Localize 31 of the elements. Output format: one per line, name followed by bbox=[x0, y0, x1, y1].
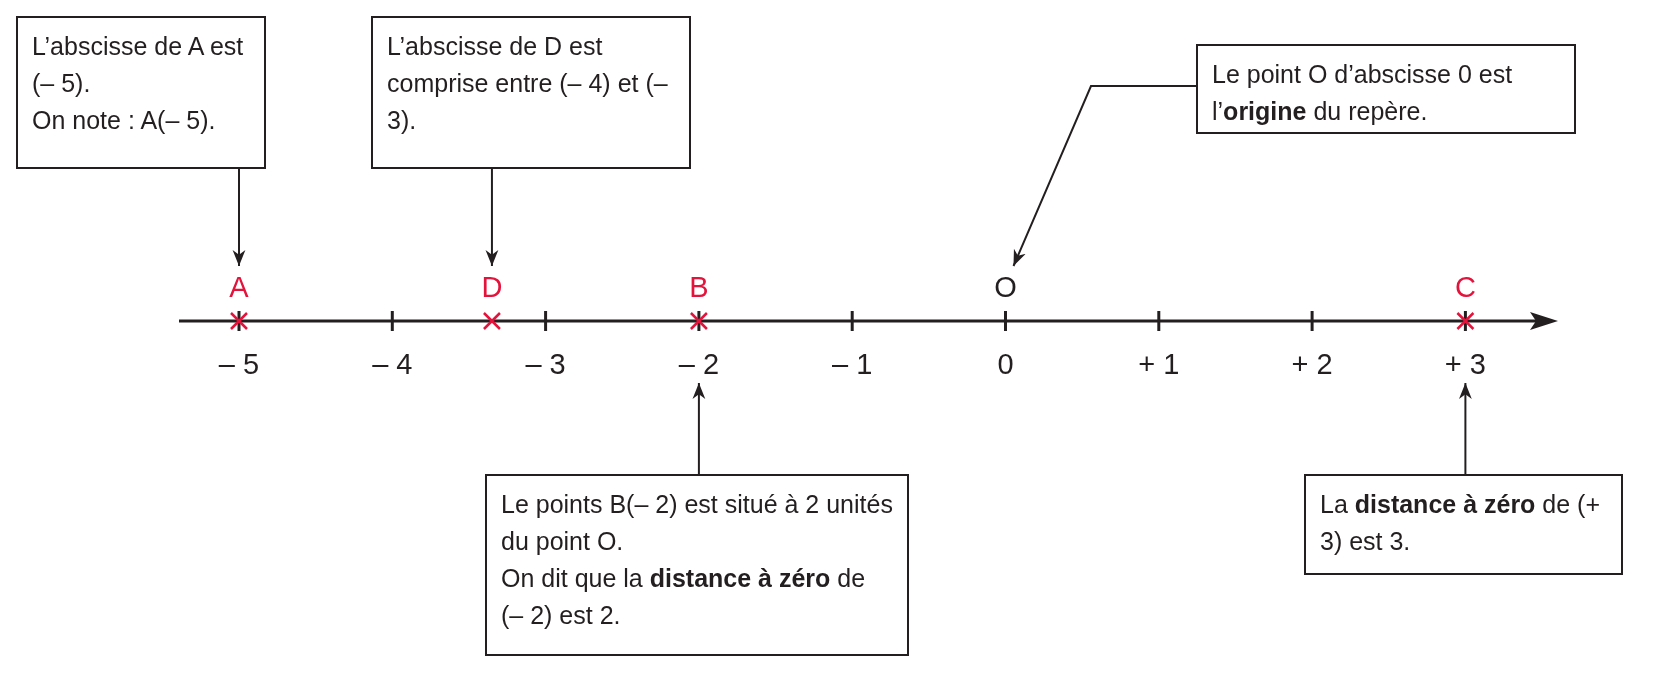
point-label: D bbox=[466, 270, 517, 304]
arrow bbox=[1012, 85, 1197, 267]
point-label: A bbox=[214, 270, 264, 304]
point-label: C bbox=[1453, 270, 1477, 304]
tick-label: + 1 bbox=[1137, 347, 1181, 381]
callout-text: L’abscisse de D est comprise entre (– 4) et (– 3). bbox=[387, 31, 669, 136]
arrow bbox=[485, 168, 499, 267]
tick-label: 0 bbox=[996, 347, 1015, 381]
callout-box bbox=[1196, 44, 1576, 134]
tick-label: – 1 bbox=[831, 347, 874, 381]
tick-label: – 4 bbox=[371, 347, 414, 381]
tick-label: – 2 bbox=[663, 347, 734, 381]
callout-text: On note : A(– 5). bbox=[32, 105, 217, 136]
tick-label: + 2 bbox=[1290, 347, 1334, 381]
callout-text: La distance à zéro de (+ 3) est 3. bbox=[1320, 489, 1602, 557]
callout-text: Le point O d’abscisse 0 est l’origine du repère. bbox=[1212, 59, 1514, 127]
arrow bbox=[692, 382, 706, 475]
callout-box bbox=[1304, 474, 1623, 575]
tick-label: – 3 bbox=[524, 347, 567, 381]
arrow bbox=[232, 168, 246, 267]
point-label: O bbox=[980, 270, 1031, 304]
callout-box bbox=[485, 474, 909, 656]
arrow bbox=[1459, 382, 1472, 475]
callout-box bbox=[16, 16, 266, 169]
tick-label: + 3 bbox=[1430, 347, 1501, 381]
point-label: B bbox=[688, 270, 710, 304]
tick-label: – 5 bbox=[217, 347, 261, 381]
callout-text: L’abscisse de A est (– 5). bbox=[32, 31, 245, 99]
callout-text: On dit que la distance à zéro de (– 2) est 2. bbox=[501, 563, 867, 631]
callout-text: Le points B(– 2) est situé à 2 unités du point O. bbox=[501, 489, 893, 557]
callout-box bbox=[371, 16, 691, 169]
